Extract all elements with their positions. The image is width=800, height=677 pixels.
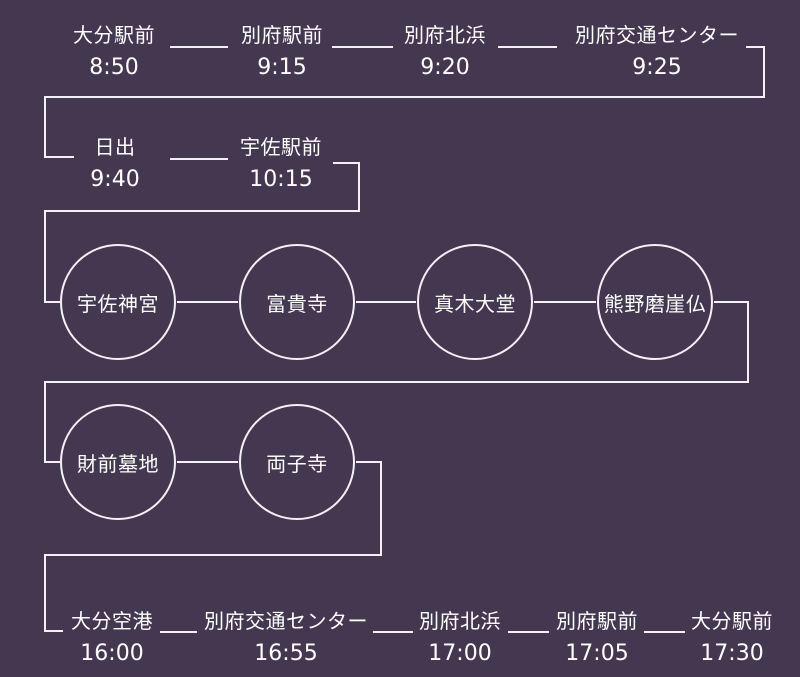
spot-label: 富貴寺 [266, 291, 328, 316]
spot-label: 財前墓地 [77, 451, 159, 476]
spot-zaizen-bochi: 財前墓地 [60, 404, 176, 520]
stop-name: 大分駅前 [73, 23, 155, 47]
stop-beppu-kitahama-departure: 別府北浜 9:20 [404, 23, 486, 80]
stop-name: 大分空港 [71, 609, 153, 633]
stop-name: 別府北浜 [404, 23, 486, 47]
stop-time: 9:20 [420, 55, 470, 80]
stop-oita-ekimae-departure: 大分駅前 8:50 [73, 23, 155, 80]
spot-kumano-magaibutsu: 熊野磨崖仏 [597, 244, 713, 360]
stop-name: 別府駅前 [241, 23, 323, 47]
stop-name: 大分駅前 [691, 609, 773, 633]
stop-time: 16:00 [80, 641, 144, 666]
spot-makiodo: 真木大堂 [417, 244, 533, 360]
connector-elbow-row1-to-row2 [44, 46, 765, 158]
spot-label: 宇佐神宮 [77, 291, 159, 316]
stop-oita-ekimae-return: 大分駅前 17:30 [691, 609, 773, 666]
stop-name: 宇佐駅前 [240, 135, 322, 159]
stop-beppu-kitahama-return: 別府北浜 17:00 [419, 609, 501, 666]
stop-time: 9:25 [632, 55, 682, 80]
stop-time: 17:30 [700, 641, 764, 666]
spot-label: 真木大堂 [434, 291, 516, 316]
stop-name: 別府駅前 [556, 609, 638, 633]
stop-name: 別府交通センター [575, 23, 739, 47]
stop-time: 8:50 [89, 55, 139, 80]
stop-beppu-ekimae-departure: 別府駅前 9:15 [241, 23, 323, 80]
spot-futagoji: 両子寺 [239, 404, 355, 520]
stop-oita-airport: 大分空港 16:00 [71, 609, 153, 666]
stop-time: 9:40 [90, 167, 140, 192]
stop-time: 17:00 [428, 641, 492, 666]
stop-beppu-kotsu-center-departure: 別府交通センター 9:25 [575, 23, 739, 80]
spot-label: 熊野磨崖仏 [603, 291, 707, 316]
stop-name: 別府交通センター [204, 609, 368, 633]
stop-time: 16:55 [254, 641, 318, 666]
stop-time: 9:15 [257, 55, 307, 80]
stop-beppu-kotsu-center-return: 別府交通センター 16:55 [204, 609, 368, 666]
spot-label: 両子寺 [266, 451, 328, 476]
stop-name: 別府北浜 [419, 609, 501, 633]
stop-beppu-ekimae-return: 別府駅前 17:05 [556, 609, 638, 666]
stop-time: 17:05 [565, 641, 629, 666]
stop-hiji: 日出 9:40 [90, 135, 139, 192]
stop-usa-ekimae: 宇佐駅前 10:15 [240, 135, 322, 192]
spot-fukiji: 富貴寺 [239, 244, 355, 360]
connector-elbow-spots1-to-spots2 [44, 301, 749, 463]
stop-time: 10:15 [249, 167, 313, 192]
connector-elbow-row2-to-spots1 [44, 162, 360, 303]
spot-usa-jingu: 宇佐神宮 [60, 244, 176, 360]
stop-name: 日出 [94, 135, 136, 159]
connector-elbow-spots2-to-return [44, 461, 382, 632]
